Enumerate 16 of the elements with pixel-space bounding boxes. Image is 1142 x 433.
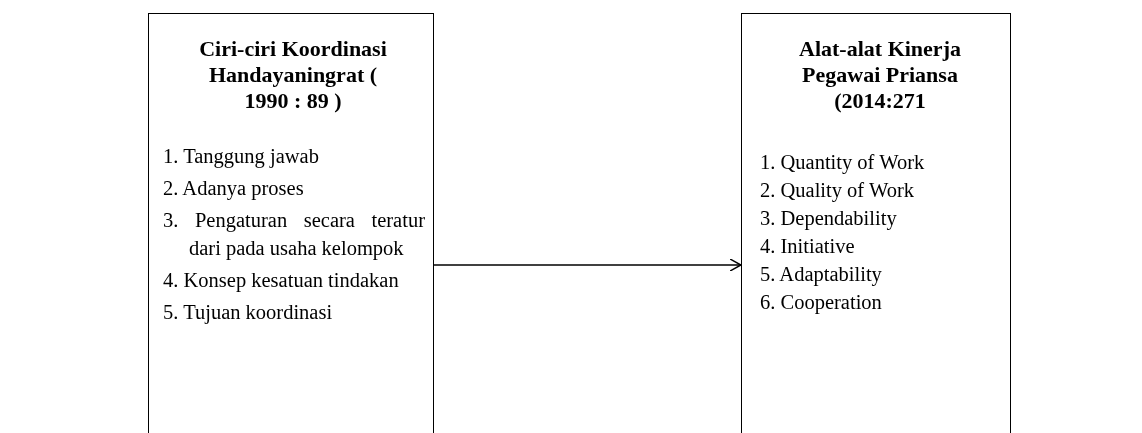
- box-heading: Ciri-ciri Koordinasi Handayaningrat ( 1990 : 89 ): [198, 36, 388, 114]
- list-item: 6. Cooperation: [759, 290, 883, 316]
- text-box: [148, 13, 434, 433]
- list-item: 3. Pengaturan secara teratur dari pada usaha kelompok: [162, 208, 425, 262]
- list-item: 1. Tanggung jawab: [162, 144, 320, 170]
- box-heading: Alat-alat Kinerja Pegawai Priansa (2014:271: [798, 36, 962, 114]
- list-item: 5. Tujuan koordinasi: [162, 300, 334, 326]
- list-item: 5. Adaptability: [759, 262, 883, 288]
- text-box: [741, 13, 1011, 433]
- list-item: 4. Konsep kesatuan tindakan: [162, 268, 400, 294]
- list-item: 2. Adanya proses: [162, 176, 305, 202]
- list-item: 1. Quantity of Work: [759, 150, 926, 176]
- list-item: 4. Initiative: [759, 234, 856, 259]
- list-item: 3. Dependability: [759, 206, 898, 232]
- arrow: [433, 258, 742, 272]
- list-item: 2. Quality of Work: [759, 178, 915, 204]
